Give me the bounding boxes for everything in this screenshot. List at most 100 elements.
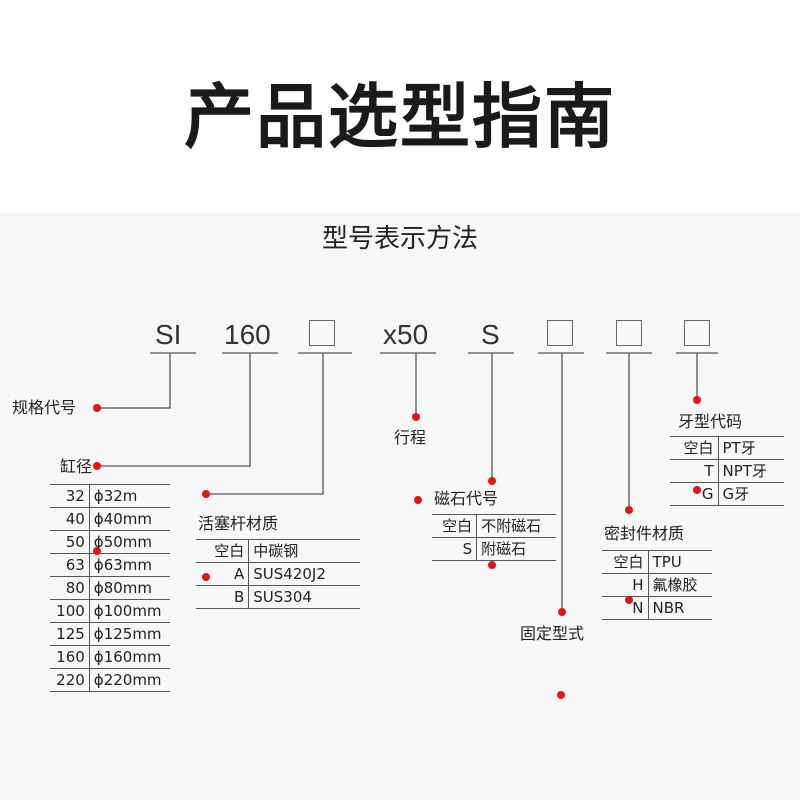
thread-row-code: T <box>670 459 718 483</box>
magnet-row-value: 附磁石 <box>476 537 556 561</box>
header <box>0 0 800 213</box>
bore-row-code: 80 <box>50 576 90 600</box>
marker-dot-rod <box>202 490 210 498</box>
rod-row-code: B <box>196 585 249 609</box>
bore-row-code: 100 <box>50 599 90 623</box>
seal-title: 密封件材质 <box>604 524 685 543</box>
marker-dot-mount <box>558 608 566 616</box>
bore-row-value: ϕ32m <box>88 484 170 508</box>
bore-row-value: ϕ220mm <box>88 668 170 692</box>
bore-row-value: ϕ80mm <box>88 576 170 600</box>
bore-row-code: 50 <box>50 530 90 554</box>
marker-dot-mount-bottom <box>557 691 565 699</box>
seal-row-value: 氟橡胶 <box>647 573 712 597</box>
marker-dot-series <box>93 404 101 412</box>
thread-title: 牙型代码 <box>678 412 743 431</box>
marker-dot-stroke <box>412 413 420 421</box>
marker-dot-thread-table <box>693 486 701 494</box>
label-series-code: 规格代号 <box>12 398 77 417</box>
thread-row-code: 空白 <box>670 436 718 460</box>
code-magnet: S <box>481 319 500 350</box>
label-stroke: 行程 <box>394 428 427 447</box>
thread-row-value: PT牙 <box>717 436 784 460</box>
seal-row-code: 空白 <box>602 550 649 574</box>
code-bore: 160 <box>224 319 271 350</box>
bore-row-value: ϕ40mm <box>88 507 170 531</box>
marker-dot-bore <box>93 462 101 470</box>
thread-row-value: NPT牙 <box>717 459 784 483</box>
marker-dot-rod-table <box>202 573 210 581</box>
thread-row-value: G牙 <box>717 482 784 506</box>
label-mount: 固定型式 <box>520 624 585 643</box>
magnet-title: 磁石代号 <box>434 489 499 508</box>
magnet-row-code: 空白 <box>432 514 477 538</box>
bore-row-value: ϕ125mm <box>88 622 170 646</box>
marker-dot-bore-table <box>93 547 101 555</box>
rod-row-code: 空白 <box>196 539 249 563</box>
bore-row-code: 160 <box>50 645 90 669</box>
marker-dot-magnet <box>488 477 496 485</box>
rod-row-value: SUS304 <box>248 585 360 609</box>
bore-row-code: 220 <box>50 668 90 692</box>
rod-row-value: 中碳钢 <box>248 539 360 563</box>
code-box-thread <box>684 320 710 346</box>
leader-series <box>100 353 171 409</box>
magnet-row-value: 不附磁石 <box>476 514 556 538</box>
bore-row-value: ϕ50mm <box>88 530 170 554</box>
marker-dot-thread <box>693 396 701 404</box>
seal-row-code: H <box>602 573 649 597</box>
bore-row-code: 32 <box>50 484 90 508</box>
code-stroke: x50 <box>383 319 429 350</box>
bore-row-value: ϕ63mm <box>88 553 170 577</box>
bore-row-code: 40 <box>50 507 90 531</box>
marker-dot-seal-table <box>625 596 633 604</box>
leader-rod <box>206 353 324 495</box>
magnet-row: 空白不附磁石 <box>432 514 556 538</box>
seal-row-value: NBR <box>647 596 712 620</box>
bore-row-value: ϕ100mm <box>88 599 170 623</box>
seal-row-value: TPU <box>647 550 712 574</box>
marker-dot-magnet-table <box>488 561 496 569</box>
bore-row-value: ϕ160mm <box>88 645 170 669</box>
code-box-rod <box>309 320 335 346</box>
code-box-mount <box>547 320 573 346</box>
page-title: 产品选型指南 <box>184 76 616 158</box>
rod-row: 空白中碳钢 <box>196 539 360 563</box>
leader-bore <box>96 353 251 467</box>
label-bore: 缸径 <box>60 457 93 476</box>
marker-dot-magnet-title <box>414 496 422 504</box>
piston-rod-title: 活塞杆材质 <box>198 514 279 533</box>
bore-row-code: 125 <box>50 622 90 646</box>
bore-row-code: 63 <box>50 553 90 577</box>
marker-dot-seal <box>625 506 633 514</box>
magnet-row-code: S <box>432 537 477 561</box>
rod-row-value: SUS420J2 <box>248 562 360 586</box>
code-series: SI <box>155 319 182 350</box>
code-box-seal <box>616 320 642 346</box>
diagram-subtitle: 型号表示方法 <box>321 224 478 254</box>
